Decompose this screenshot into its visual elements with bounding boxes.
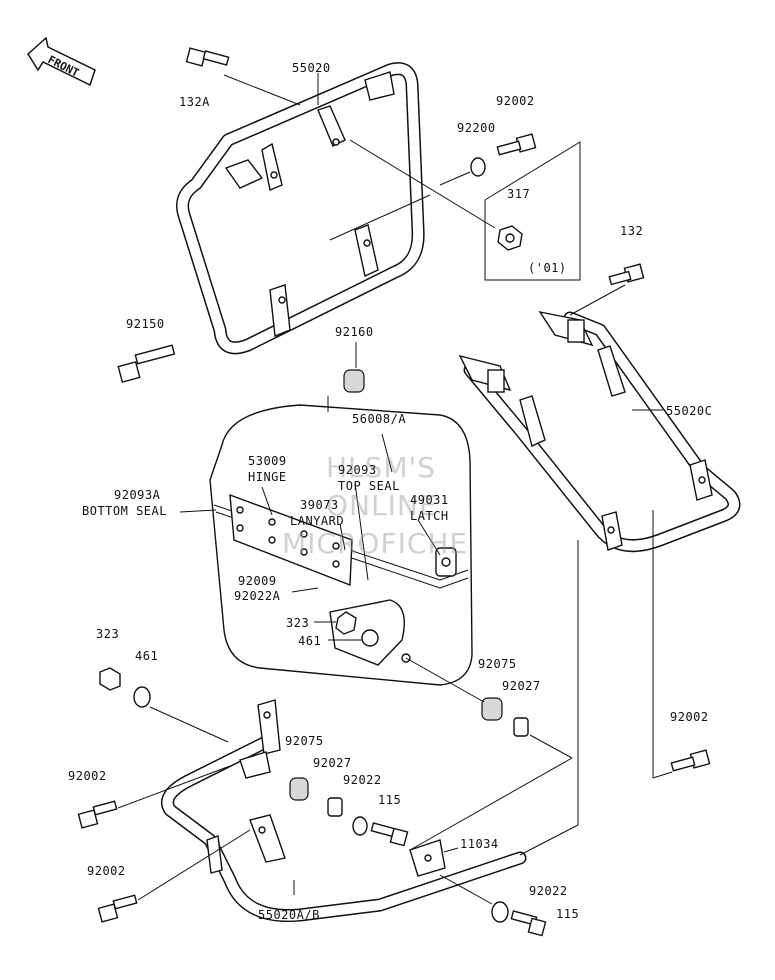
washer-92200 <box>470 157 486 177</box>
saddlebag-56008A <box>209 404 473 686</box>
label-55020C: 55020C <box>666 404 712 418</box>
label-92093: 92093 <box>338 463 377 477</box>
label-461-box: 461 <box>298 634 321 648</box>
label-92002-left2: 92002 <box>87 864 126 878</box>
label-92075-right: 92075 <box>478 657 517 671</box>
collar-92027 <box>327 797 343 817</box>
grommet-92075 <box>289 777 309 801</box>
label-461: 461 <box>135 649 158 663</box>
bracket-55020C <box>458 310 741 553</box>
grommet-92075-right <box>481 697 503 721</box>
label-latch: LATCH <box>410 509 449 523</box>
label-lanyard: LANYARD <box>290 514 344 528</box>
collar-92027-right <box>513 717 529 737</box>
label-53009: 53009 <box>248 454 287 468</box>
label-92022A: 92022A <box>234 589 281 603</box>
bolt-132 <box>608 263 645 286</box>
watermark: HLSM'S ONLINE MICROFICHE <box>282 451 468 560</box>
label-92027: 92027 <box>313 756 352 770</box>
label-11034: 11034 <box>460 837 499 851</box>
washer-92022 <box>352 816 368 836</box>
label-92002-left1: 92002 <box>68 769 107 783</box>
bracket-55020AB <box>161 699 527 923</box>
label-39073: 39073 <box>300 498 339 512</box>
label-49031: 49031 <box>410 493 449 507</box>
label-92075: 92075 <box>285 734 324 748</box>
bolt-115-bottom <box>510 910 547 937</box>
bracket-55020 <box>176 62 425 355</box>
nut-317 <box>497 225 523 251</box>
bolt-132A <box>185 47 230 67</box>
leader-lines <box>117 73 673 905</box>
label-92093A: 92093A <box>114 488 161 502</box>
label-115: 115 <box>378 793 401 807</box>
bolt-115 <box>370 822 409 847</box>
label-92027-right: 92027 <box>502 679 541 693</box>
svg-text:MICROFICHE: MICROFICHE <box>282 527 468 560</box>
label-92200: 92200 <box>457 121 496 135</box>
label-55020AB: 55020A/B <box>258 908 320 922</box>
label-55020: 55020 <box>292 61 331 75</box>
label-bottom-seal: BOTTOM SEAL <box>82 504 167 518</box>
washer-92022-bottom <box>491 901 509 923</box>
label-92150: 92150 <box>126 317 165 331</box>
label-92002-right: 92002 <box>670 710 709 724</box>
label-323: 323 <box>96 627 119 641</box>
label-hinge: HINGE <box>248 470 287 484</box>
grommet-92160 <box>343 369 365 393</box>
bolt-92002-top <box>496 133 537 156</box>
label-115-bottom: 115 <box>556 907 579 921</box>
label-92160: 92160 <box>335 325 374 339</box>
label-317: 317 <box>507 187 530 201</box>
nut-323 <box>99 667 121 691</box>
bolt-92002-left1 <box>77 800 118 829</box>
label-01: ('01) <box>528 261 567 275</box>
label-92002-top: 92002 <box>496 94 535 108</box>
front-arrow-icon: FRONT <box>27 36 96 87</box>
label-56008A: 56008/A <box>352 412 406 426</box>
label-92022-bottom: 92022 <box>529 884 568 898</box>
label-132: 132 <box>620 224 643 238</box>
label-top-seal: TOP SEAL <box>338 479 400 493</box>
bolt-92002-left2 <box>97 894 138 923</box>
label-92022: 92022 <box>343 773 382 787</box>
svg-text:HLSM'S: HLSM'S <box>326 451 436 484</box>
label-92009: 92009 <box>238 574 277 588</box>
washer-461 <box>133 686 151 708</box>
bolt-92002-right <box>670 749 711 772</box>
bolt-92150 <box>117 344 176 383</box>
label-132A: 132A <box>179 95 210 109</box>
part-labels: 132A 55020 92002 92200 317 ('01) 132 921… <box>68 61 712 922</box>
label-323-box: 323 <box>286 616 309 630</box>
svg-text:ONLINE: ONLINE <box>326 489 437 522</box>
